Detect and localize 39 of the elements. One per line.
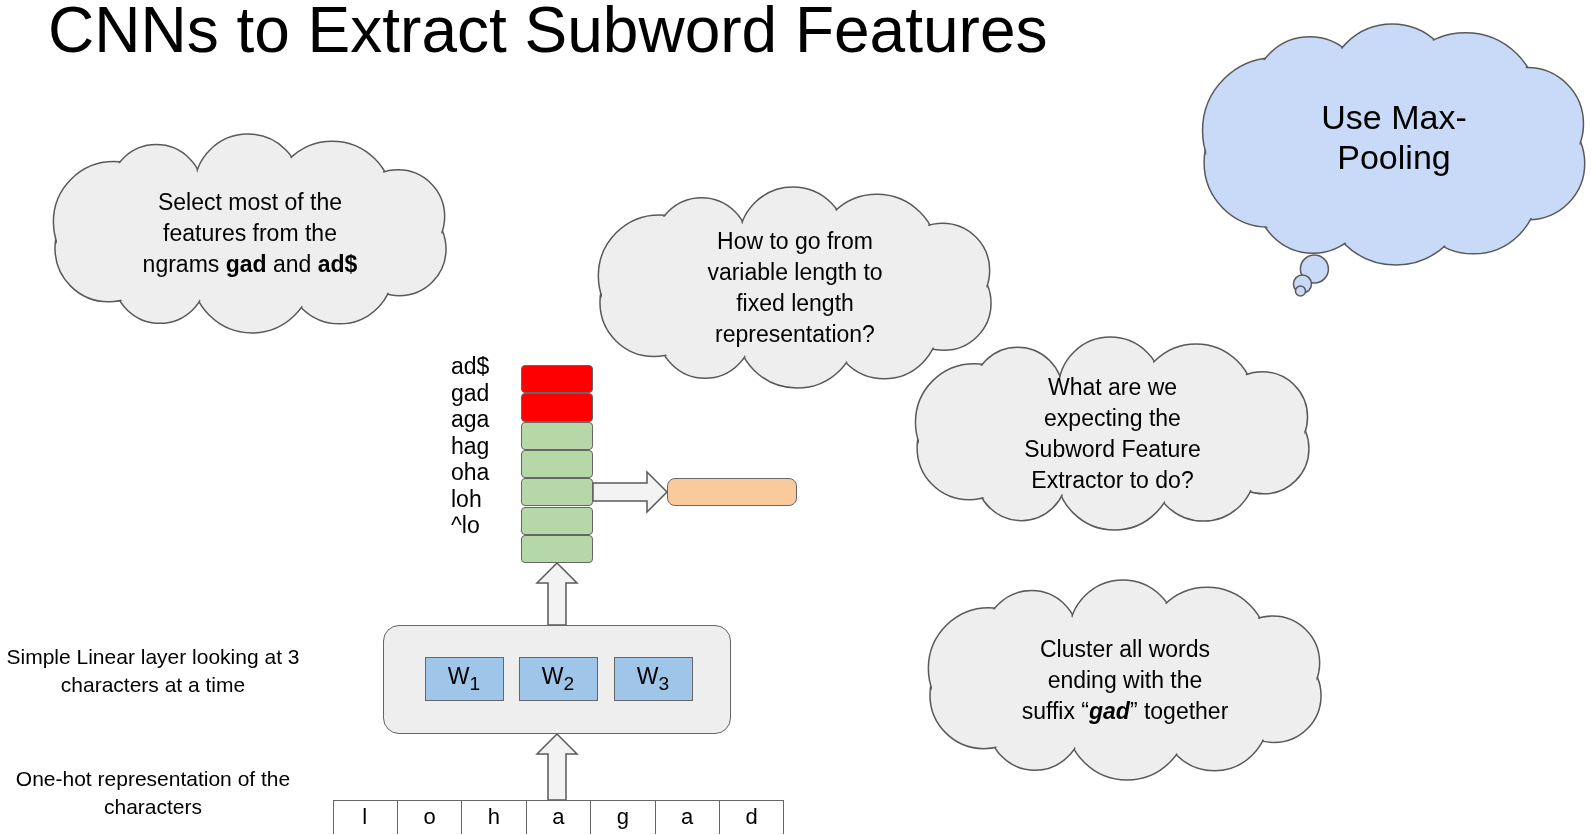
- output-vector: [667, 478, 797, 506]
- weight-box: W$_{1}$: [424, 656, 504, 701]
- feature-cell: [521, 421, 593, 450]
- feature-vector: [521, 365, 593, 563]
- block-arrow: [535, 561, 579, 626]
- side-label: ^lo: [451, 512, 481, 538]
- side-label: loh: [451, 485, 483, 512]
- block-arrow: [535, 732, 579, 801]
- cloud-text: How to go from variable length to fixed length representation?: [706, 226, 884, 349]
- side-label: gad: [451, 379, 491, 406]
- side-label: Simple Linear layer looking at 3 characters at a time: [5, 644, 301, 698]
- weight-box: W$_{2}$: [518, 656, 598, 701]
- cloud-text: Cluster all words ending with the suffix “gad” together: [1020, 634, 1230, 726]
- character-cell: l: [332, 799, 397, 834]
- cloud-text: Select most of the features from the ngrams gad and ad$: [141, 188, 359, 279]
- block-arrow: [592, 470, 669, 514]
- feature-cell: [521, 365, 593, 394]
- character-cell: o: [396, 799, 462, 834]
- side-label: ad$: [451, 353, 491, 379]
- slide-title: CNNs to Extract Subword Features: [48, 0, 1048, 68]
- weight-box: W$_{3}$: [613, 656, 693, 701]
- side-label: oha: [451, 459, 491, 485]
- feature-cell: [521, 449, 593, 479]
- character-row: [333, 800, 784, 834]
- character-cell: a: [654, 799, 719, 834]
- feature-cell: [521, 534, 593, 564]
- cloud-text: What are we expecting the Subword Feature Extractor to do?: [1023, 372, 1202, 495]
- side-label: aga: [451, 406, 491, 432]
- character-cell: g: [590, 799, 655, 834]
- feature-cell: [521, 393, 593, 422]
- feature-cell: [521, 478, 593, 507]
- character-cell: d: [718, 799, 784, 834]
- linear-layer-box: [383, 625, 731, 734]
- feature-cell: [521, 506, 593, 535]
- side-label: One-hot representation of the characters: [14, 766, 292, 820]
- cloud-text: Use Max-Pooling: [1320, 96, 1468, 177]
- character-cell: h: [461, 799, 526, 834]
- character-cell: a: [525, 799, 591, 834]
- side-label: hag: [451, 432, 491, 459]
